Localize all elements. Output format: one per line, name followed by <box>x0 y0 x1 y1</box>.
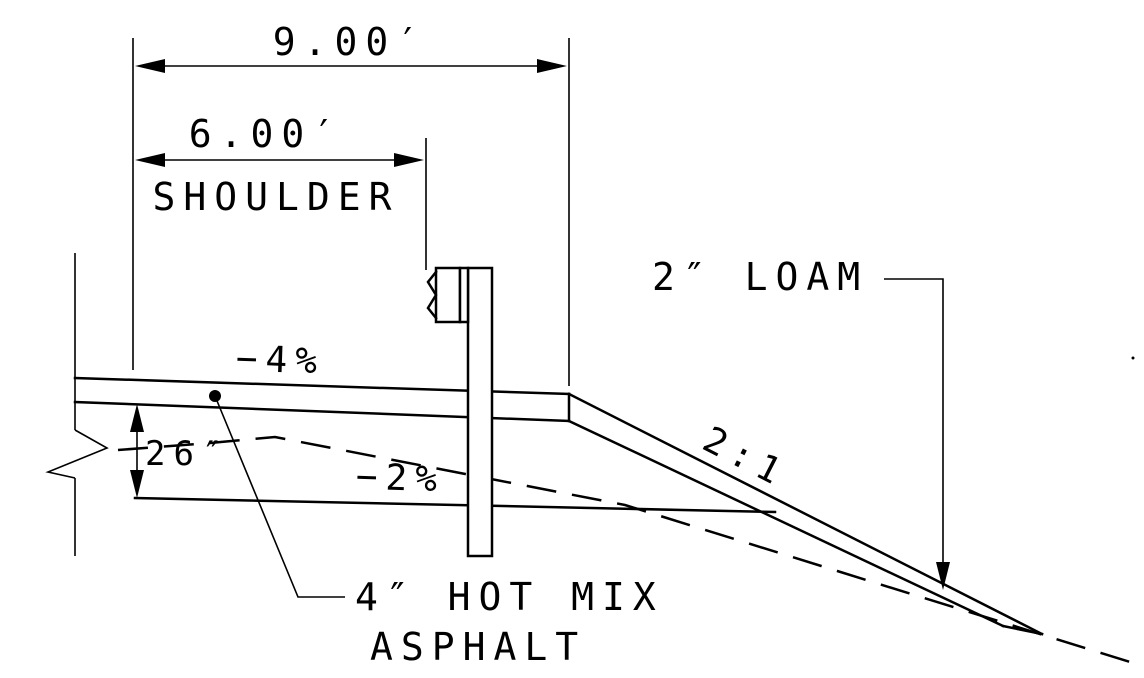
subbase-bottom-line <box>133 496 777 514</box>
arrowhead-down <box>130 470 144 498</box>
asphalt-leader-line <box>214 395 345 598</box>
subbase-slope-label: −2% <box>355 456 445 500</box>
slope-upper-line <box>567 392 1044 636</box>
arrowhead-left <box>135 153 165 167</box>
overall-width-dimension <box>135 59 567 73</box>
arrowhead-up <box>130 404 144 432</box>
asphalt-label-line2: ASPHALT <box>370 625 586 669</box>
loam-arrowhead <box>936 562 950 590</box>
shoulder-width-dimension <box>135 153 424 167</box>
overall-width-label: 9.00′ <box>273 20 427 64</box>
arrowhead-left <box>135 59 165 73</box>
stray-mark <box>1131 356 1135 360</box>
guardrail-beam <box>426 266 470 324</box>
shoulder-width-label: 6.00′ <box>189 112 343 156</box>
depth-label: 26″ <box>145 434 230 474</box>
break-line <box>45 253 109 556</box>
asphalt-label-line1: 4″ HOT MIX <box>355 575 664 619</box>
pavement-slope-label: −4% <box>235 338 325 382</box>
slope-lower-line <box>567 419 1005 628</box>
depth-dimension <box>130 404 144 498</box>
loam-label: 2″ LOAM <box>652 255 868 299</box>
arrowhead-right <box>537 59 567 73</box>
slope-toe-line <box>1001 624 1044 636</box>
existing-ground-line <box>117 435 1131 664</box>
guardrail-post <box>466 266 494 558</box>
arrowhead-right <box>394 153 424 167</box>
loam-leader-line <box>884 278 944 570</box>
shoulder-label: SHOULDER <box>152 175 399 219</box>
asphalt-bottom-line <box>73 400 571 423</box>
